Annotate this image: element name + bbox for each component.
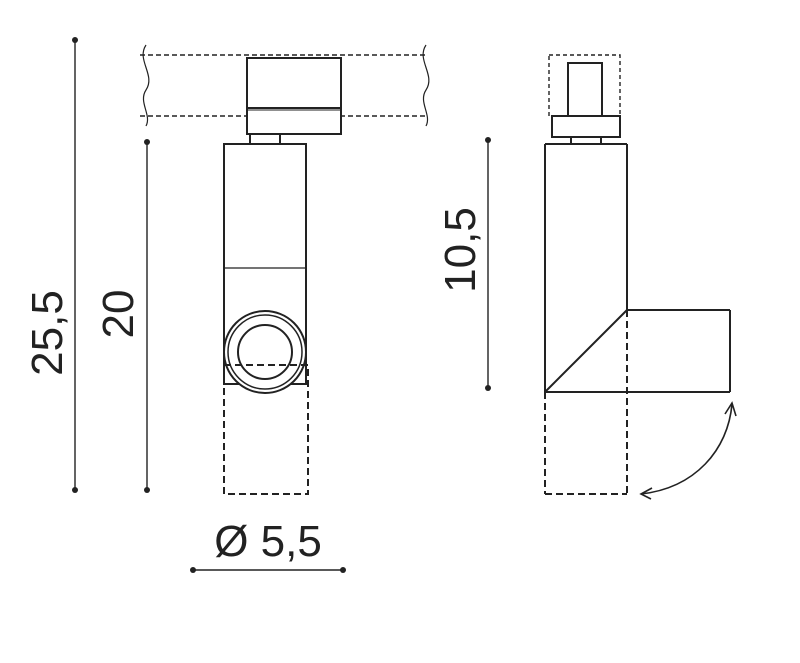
diameter-label: Ø 5,5	[214, 517, 322, 566]
adapter-pin	[567, 62, 603, 117]
total-height-label: 25,5	[23, 290, 72, 376]
front-view	[140, 44, 430, 495]
hidden-head-outline	[544, 310, 628, 495]
dimension-total-height	[72, 37, 78, 493]
rotated-head-outline	[223, 364, 309, 495]
tilted-head	[627, 309, 731, 392]
adapter-joint	[249, 133, 281, 145]
dimension-diameter	[190, 567, 346, 573]
lens	[223, 310, 307, 394]
adapter-joint-side	[570, 136, 602, 145]
lamp-body-side	[544, 143, 730, 393]
adapter-base-side	[551, 115, 621, 138]
track-adapter	[246, 57, 342, 135]
side-view	[544, 54, 737, 500]
side-height-label: 10,5	[436, 207, 485, 293]
body-height-label: 20	[94, 290, 143, 339]
dimension-body-height	[144, 139, 150, 493]
adapter-outline-side	[548, 54, 621, 117]
dimension-side-height	[485, 137, 491, 391]
rotation-arrow-icon	[639, 401, 737, 500]
